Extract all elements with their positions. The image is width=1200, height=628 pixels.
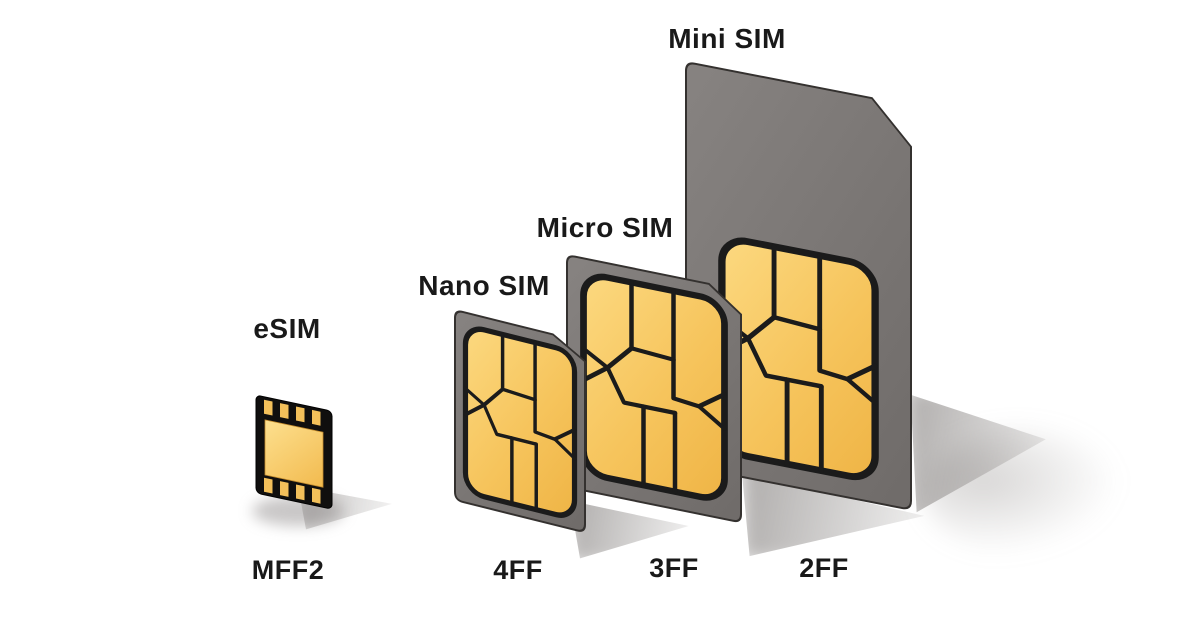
micro-sim-contact-chip-icon [584, 273, 725, 502]
nano-form-factor-label: 4FF [493, 555, 543, 585]
mini-sim-shadow [910, 394, 1046, 513]
mini-sim-label: Mini SIM [668, 23, 786, 54]
micro-sim-card-graphic [566, 255, 742, 523]
esim-form-factor-label: MFF2 [251, 555, 325, 585]
esim-chip-center-pad [264, 419, 324, 488]
esim-chip-graphic [255, 395, 333, 509]
micro-sim-label: Micro SIM [536, 212, 674, 243]
esim-chip-pads [264, 399, 321, 504]
micro-form-factor-label: 3FF [649, 553, 699, 583]
nano-sim-label: Nano SIM [418, 270, 550, 301]
mini-sim-soft-shadow [925, 430, 1120, 555]
esim-label: eSIM [253, 313, 321, 344]
mini-form-factor-label: 2FF [799, 553, 849, 583]
nano-sim-contact-chip-icon [465, 325, 574, 519]
nano-sim-card-graphic [454, 310, 586, 532]
